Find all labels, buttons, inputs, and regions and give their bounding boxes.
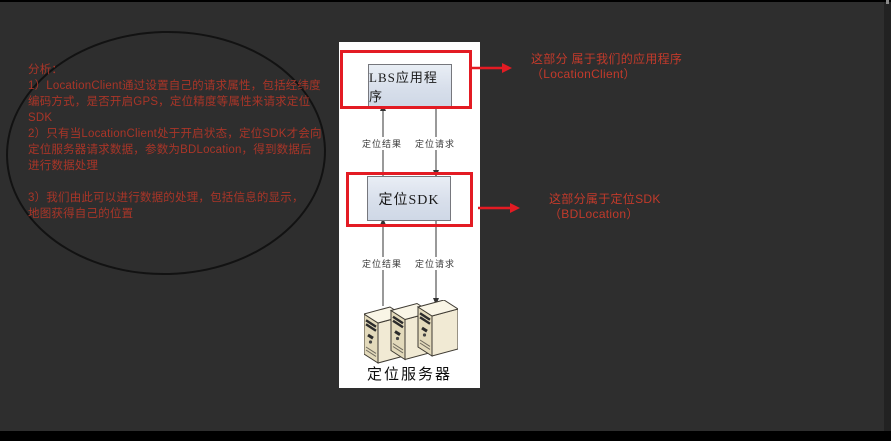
link-label-request-top: 定位请求 [414,137,457,150]
server-cluster-icon [364,300,458,364]
highlight-rect-sdk [346,172,473,227]
arrow-right-icon [478,203,520,213]
node-location-sdk: 定位SDK [367,176,451,221]
arrow-right-icon [470,63,512,73]
link-label-result-bottom: 定位结果 [361,257,404,270]
highlight-rect-app [340,50,472,109]
window-frame-speck [886,0,889,4]
arrow-up-icon [380,218,386,225]
window-frame-bottom [0,431,891,441]
link-label-result-top: 定位结果 [361,137,404,150]
window-frame-right [884,2,891,431]
node-lbs-app: LBS应用程序 [368,64,452,107]
server-tower-icon [416,300,458,358]
callout-app: 这部分 属于我们的应用程序 （LocationClient） [531,52,683,81]
callout-sdk: 这部分属于定位SDK （BDLocation） [549,192,661,221]
arrow-down-icon [433,298,439,305]
link-label-request-bottom: 定位请求 [414,257,457,270]
node-location-server-label: 定位服务器 [366,367,452,383]
analysis-note: 分析： 1）LocationClient通过设置自己的请求属性，包括经纬度 编码… [28,64,322,220]
